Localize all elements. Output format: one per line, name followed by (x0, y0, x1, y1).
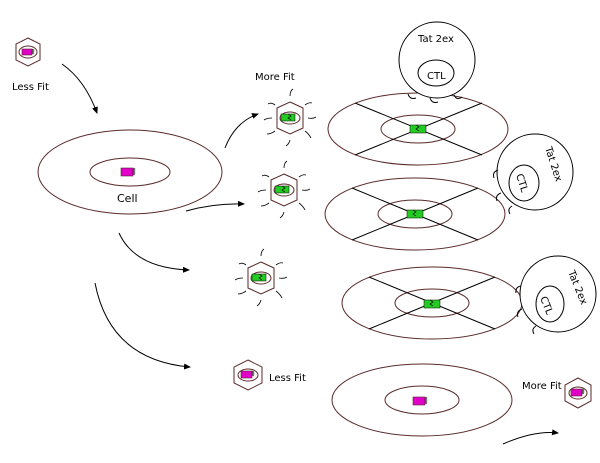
ctl-cell-top (398, 21, 476, 103)
host-cell (37, 129, 223, 215)
virus-less-fit-bottom (233, 359, 263, 391)
label-more-fit-bottom: More Fit (522, 381, 562, 392)
arrow-cell-to-virus-1 (224, 113, 259, 149)
arrow-cell-to-virus-4 (94, 282, 191, 370)
arrow-cell-to-virus-3 (118, 232, 190, 273)
ctl-cell-low (515, 255, 597, 335)
arrow-to-cell (61, 63, 98, 114)
virus-more-fit-bottom (564, 377, 592, 409)
ctl-top-tat-label: Tat 2ex (417, 34, 454, 45)
label-cell: Cell (117, 192, 138, 205)
virus-more-fit-3 (234, 248, 288, 307)
virus-more-fit-2 (257, 160, 311, 219)
arrow-cell-to-virus-2 (185, 200, 245, 212)
arrow-cell-to-virus-bottom (502, 429, 559, 445)
infected-cell-2 (324, 177, 506, 251)
infected-cell-3 (341, 266, 523, 340)
infected-cell-1 (327, 92, 509, 166)
label-less-fit-bottom: Less Fit (269, 373, 306, 384)
label-more-fit: More Fit (255, 72, 295, 83)
virus-more-fit-1 (263, 88, 317, 147)
label-less-fit-top: Less Fit (12, 82, 49, 93)
ctl-cell-mid (493, 133, 574, 215)
virus-less-fit-top (15, 37, 41, 67)
ctl-top-ctl-label: CTL (427, 71, 446, 82)
infected-cell-4 (331, 363, 513, 437)
